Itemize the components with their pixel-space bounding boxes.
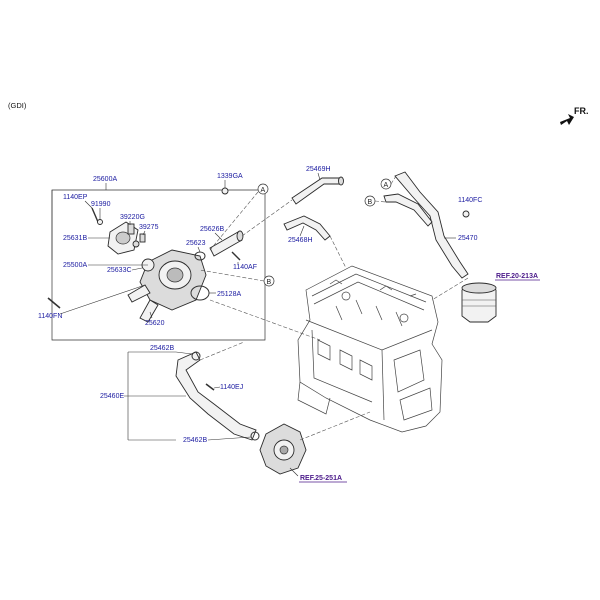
pipe-25469H [291, 177, 341, 205]
pipe-25470 [394, 171, 469, 279]
label-25460E: 25460E [100, 393, 124, 400]
marker-b-right: B [364, 195, 376, 207]
pipe-group-25469H: 25469H 25468H [283, 166, 344, 244]
label-1140FC: 1140FC [458, 197, 482, 204]
marker-a-left: A [257, 183, 269, 195]
label-25470: 25470 [458, 235, 478, 242]
temp-sensor-a [127, 223, 135, 235]
label-25620: 25620 [145, 320, 165, 327]
pipe-25468H [283, 215, 331, 241]
pipe-25470-branch [383, 193, 433, 227]
ref-25-251A[interactable]: REF.25-251A [300, 475, 342, 482]
label-25623: 25623 [186, 240, 206, 247]
clamp-25462B-bottom [250, 431, 260, 441]
plug-1339GA [221, 187, 229, 195]
label-25600A: 25600A [93, 176, 117, 183]
lower-hose-group: 25462B 1140EJ 25460E 25462B REF.25-251A [100, 345, 347, 483]
pipe-group-25470: 1140FC 25470 A B REF.20-213A [364, 171, 540, 323]
svg-text:B: B [368, 199, 373, 206]
label-25462B-bottom: 25462B [183, 437, 207, 444]
label-25468H: 25468H [288, 237, 313, 244]
label-25633C: 25633C [107, 267, 132, 274]
label-39220G: 39220G [120, 214, 145, 221]
bolt-1140EP [91, 207, 99, 223]
svg-text:A: A [384, 182, 389, 189]
variant-label: (GDI) [8, 101, 27, 110]
label-25500A: 25500A [63, 262, 87, 269]
ref-20-213A[interactable]: REF.20-213A [496, 273, 538, 280]
marker-b-left: B [263, 275, 275, 287]
label-1140EP: 1140EP [63, 194, 88, 201]
hose-25460E [175, 351, 257, 441]
label-1140EJ: 1140EJ [220, 384, 243, 391]
marker-a-right: A [380, 178, 392, 190]
bolt-1140FN [47, 297, 61, 309]
svg-text:B: B [267, 279, 272, 286]
svg-text:A: A [261, 187, 266, 194]
label-25626B: 25626B [200, 226, 224, 233]
label-25631B: 25631B [63, 235, 87, 242]
label-1140AF: 1140AF [233, 264, 257, 271]
housing-pipe-a [127, 284, 151, 303]
label-39275: 39275 [139, 224, 159, 231]
label-25469H: 25469H [306, 166, 331, 173]
front-label: FR. [574, 106, 589, 116]
thermostat-gasket [132, 240, 140, 248]
front-direction-indicator: FR. [560, 106, 589, 125]
thermostat-housing-group: 25600A 1339GA 1140EP 91990 39220G 39275 … [38, 173, 275, 341]
bolt-1140AF [231, 251, 241, 261]
engine-block [297, 265, 443, 433]
label-91990: 91990 [91, 201, 111, 208]
clip-91990 [97, 219, 103, 225]
clamp-25462B-top [191, 351, 201, 361]
label-1339GA: 1339GA [217, 173, 243, 180]
label-25128A: 25128A [217, 291, 241, 298]
label-1140FN: 1140FN [38, 313, 62, 320]
temp-sensor-b [139, 233, 146, 243]
bolt-1140EJ [205, 383, 215, 391]
connection-lines [199, 175, 469, 441]
label-25462B-top: 25462B [150, 345, 174, 352]
housing-pipe-b [139, 299, 159, 323]
front-arrow-icon [560, 114, 574, 125]
bolt-1140FC [462, 210, 470, 218]
